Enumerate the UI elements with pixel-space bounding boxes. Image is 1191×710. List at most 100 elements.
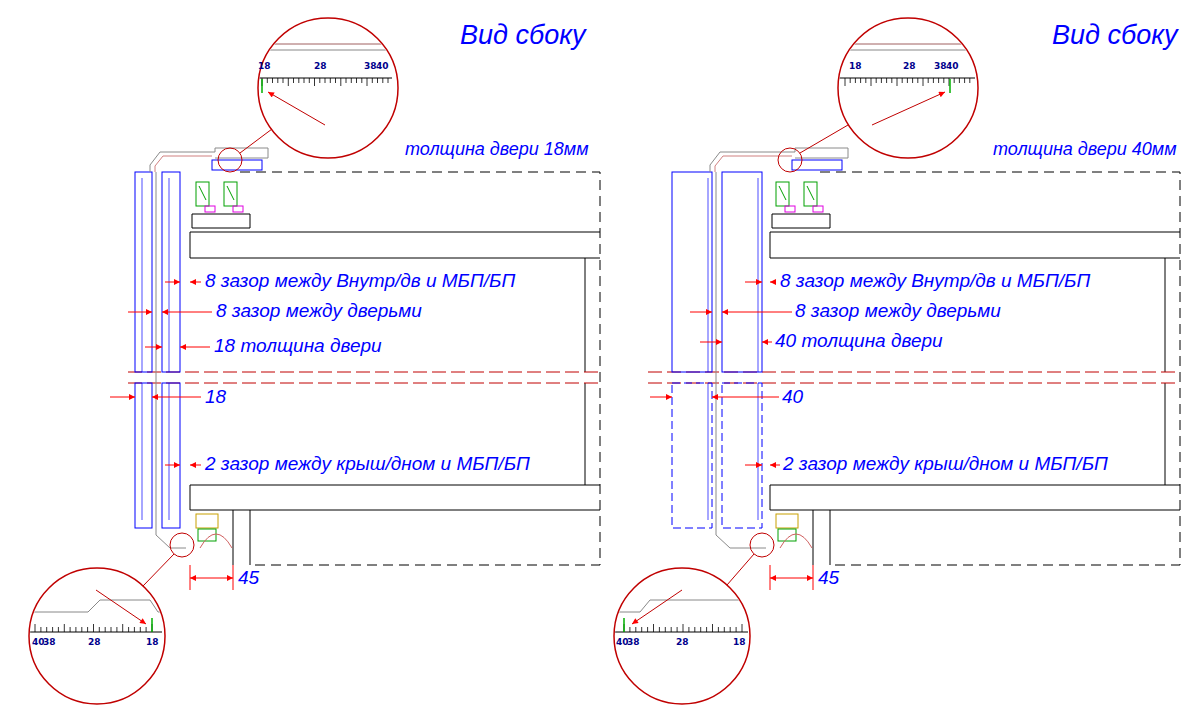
drawing-path <box>700 342 722 343</box>
dimension-label: 8 зазор между Внутр/дв и МБП/БП <box>780 271 1090 290</box>
scale-number: 28 <box>88 638 101 647</box>
dimension-label: 2 зазор между крыш/дном и МБП/БП <box>205 454 530 473</box>
scale-number: 38 <box>43 638 56 647</box>
drawing-path <box>190 282 201 283</box>
drawing-rect <box>672 383 712 528</box>
drawing-g <box>830 44 990 125</box>
drawing-path <box>791 578 813 579</box>
drawing-path <box>128 372 600 383</box>
drawing-g <box>262 78 388 86</box>
drawing-path <box>715 156 792 172</box>
dimension-label: 8 зазор между дверьми <box>795 301 1001 320</box>
drawing-path <box>190 578 211 579</box>
view-title: Вид сбоку <box>1052 22 1177 49</box>
drawing-rect <box>722 172 762 372</box>
drawing-circle <box>170 533 194 557</box>
drawing-path <box>192 214 250 228</box>
dimension-label: 8 зазор между дверьми <box>216 301 422 320</box>
drawing-circle <box>218 148 242 172</box>
drawing-path <box>780 534 812 548</box>
scale-number: 40 <box>616 638 629 647</box>
cabinet-left <box>25 18 600 704</box>
drawing-rect <box>205 206 215 212</box>
dimension-label: 45 <box>818 568 839 587</box>
drawing-path <box>722 312 792 313</box>
drawing-path <box>180 347 210 348</box>
drawing-g <box>845 78 970 86</box>
drawing-path <box>727 554 754 585</box>
drawing-path <box>779 186 814 200</box>
drawing-g <box>624 624 742 632</box>
drawing-path <box>165 465 180 466</box>
drawing-rect <box>162 383 180 528</box>
drawing-path <box>632 590 682 624</box>
drawing-path <box>256 78 392 79</box>
scale-number: 38 <box>934 62 947 71</box>
scale-number: 18 <box>146 638 159 647</box>
drawing-rect <box>198 529 216 541</box>
drawing-path <box>770 282 776 283</box>
scale-number: 28 <box>676 638 689 647</box>
drawing-path <box>623 618 625 632</box>
drawing-path <box>156 172 186 548</box>
drawing-path <box>830 50 990 51</box>
drawing-path <box>762 342 772 343</box>
drawing-path <box>190 485 600 510</box>
drawing-path <box>96 590 146 624</box>
dimension-label: 8 зазор между Внутр/дв и МБП/БП <box>205 271 515 290</box>
view-title: Вид сбоку <box>460 22 585 49</box>
drawing-path <box>770 232 1180 258</box>
drawing-path <box>770 578 791 579</box>
drawing-rect <box>162 172 180 372</box>
drawing-path <box>128 312 152 313</box>
drawing-path <box>772 214 830 228</box>
drawing-rect <box>233 206 243 212</box>
drawing-path <box>648 372 1180 383</box>
cabinet-right <box>610 18 1180 704</box>
drawing-circle <box>614 568 750 704</box>
drawing-path <box>261 79 263 93</box>
drawing-path <box>162 312 212 313</box>
drawing-path <box>745 282 762 283</box>
drawing-g <box>25 590 170 632</box>
drawing-rect <box>792 160 842 170</box>
drawing-circle <box>838 18 978 158</box>
scale-number: 28 <box>314 62 327 71</box>
drawing-path <box>610 600 760 612</box>
drawing-path <box>650 397 672 398</box>
dimension-label: 18 толщина двери <box>214 336 382 355</box>
drawing-path <box>250 50 410 51</box>
drawing-path <box>25 600 170 612</box>
drawing-path <box>770 565 813 590</box>
drawing-path <box>190 565 233 590</box>
drawing-path <box>712 397 779 398</box>
drawing-path <box>800 125 848 153</box>
dimension-label: 45 <box>238 568 259 587</box>
drawing-path <box>145 347 162 348</box>
drawing-path <box>262 78 388 86</box>
drawing-path <box>190 232 600 258</box>
drawing-rect <box>196 514 218 528</box>
drawing-path <box>143 554 174 586</box>
drawing-path <box>199 186 234 200</box>
drawing-circle <box>778 148 802 172</box>
drawing-path <box>200 534 232 548</box>
drawing-path <box>820 172 1180 565</box>
door-thickness-note: толщина двери 40мм <box>993 140 1177 158</box>
drawing-circle <box>258 18 398 158</box>
drawing-g <box>250 44 410 125</box>
drawing-path <box>152 397 201 398</box>
drawing-path <box>110 397 135 398</box>
drawing-rect <box>135 383 152 528</box>
drawing-circle <box>750 533 774 557</box>
scale-number: 38 <box>364 62 377 71</box>
drawing-path <box>813 510 830 565</box>
drawing-rect <box>785 206 795 212</box>
drawing-path <box>150 148 268 172</box>
drawing-path <box>770 485 1180 510</box>
drawing-path <box>716 172 766 548</box>
drawing-path <box>250 44 410 45</box>
drawing-path <box>30 632 162 633</box>
drawing-path <box>155 156 212 172</box>
drawing-circle <box>29 568 165 704</box>
